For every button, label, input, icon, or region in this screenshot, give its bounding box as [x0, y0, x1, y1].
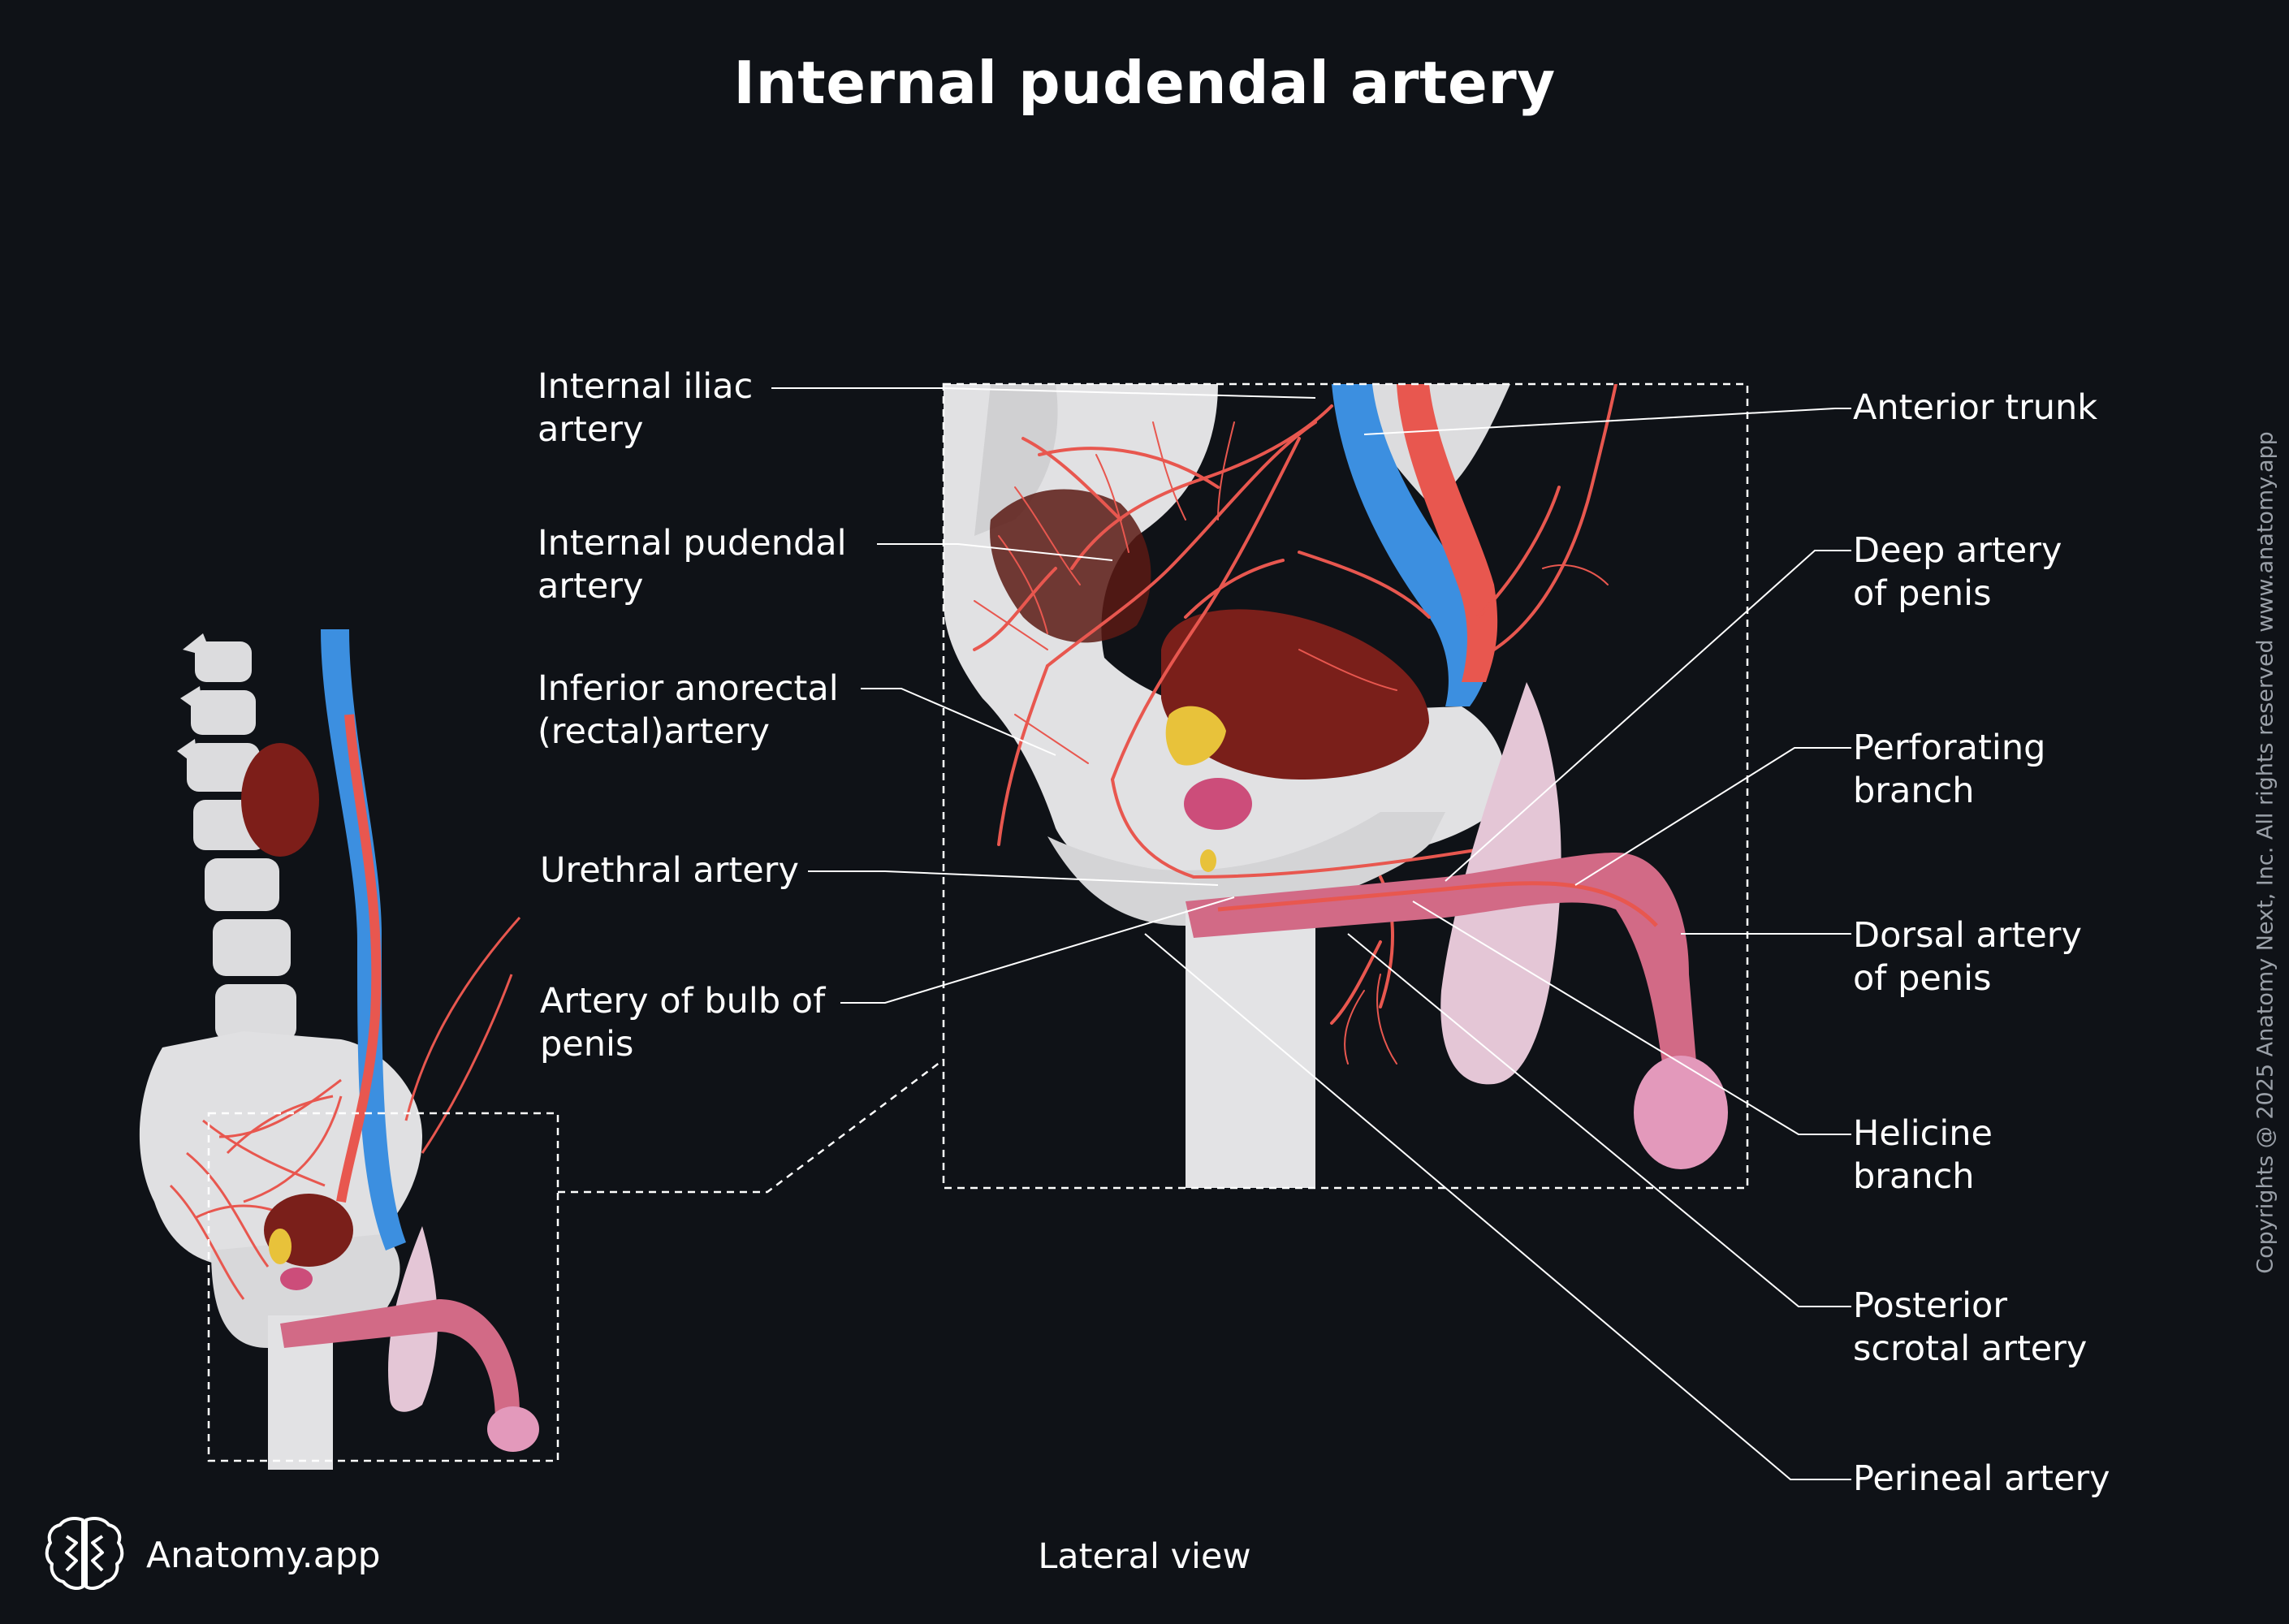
label-posterior-scrotal-artery: Posterior scrotal artery: [1853, 1285, 2088, 1369]
label-dorsal-artery-of-penis: Dorsal artery of penis: [1853, 915, 2082, 999]
brand-name: Anatomy.app: [146, 1535, 381, 1576]
label-anterior-trunk: Anterior trunk: [1853, 387, 2098, 428]
label-internal-pudendal-artery: Internal pudendal artery: [538, 523, 847, 607]
label-perforating-branch: Perforating branch: [1853, 728, 2046, 811]
brain-logo-icon: [45, 1517, 124, 1590]
label-internal-iliac-artery: Internal iliac artery: [538, 366, 754, 450]
view-caption: Lateral view: [1038, 1536, 1251, 1577]
label-perineal-artery: Perineal artery: [1853, 1458, 2110, 1499]
label-helicine-branch: Helicine branch: [1853, 1113, 1993, 1197]
label-inferior-anorectal-artery: Inferior anorectal (rectal)artery: [538, 668, 839, 752]
zoomed-illustration: [944, 384, 1728, 1188]
page-title: Internal pudendal artery: [733, 49, 1556, 117]
zoom-frame: [942, 382, 1749, 1190]
copyright-text: Copyrights @ 2025 Anatomy Next, Inc. All…: [2252, 431, 2278, 1274]
leader-lines: [771, 387, 1851, 1480]
label-artery-of-bulb-of-penis: Artery of bulb of penis: [540, 981, 826, 1065]
label-urethral-artery: Urethral artery: [540, 850, 799, 891]
label-deep-artery-of-penis: Deep artery of penis: [1853, 530, 2062, 614]
overview-illustration: [139, 629, 559, 1470]
zoom-connector: [558, 1059, 944, 1194]
